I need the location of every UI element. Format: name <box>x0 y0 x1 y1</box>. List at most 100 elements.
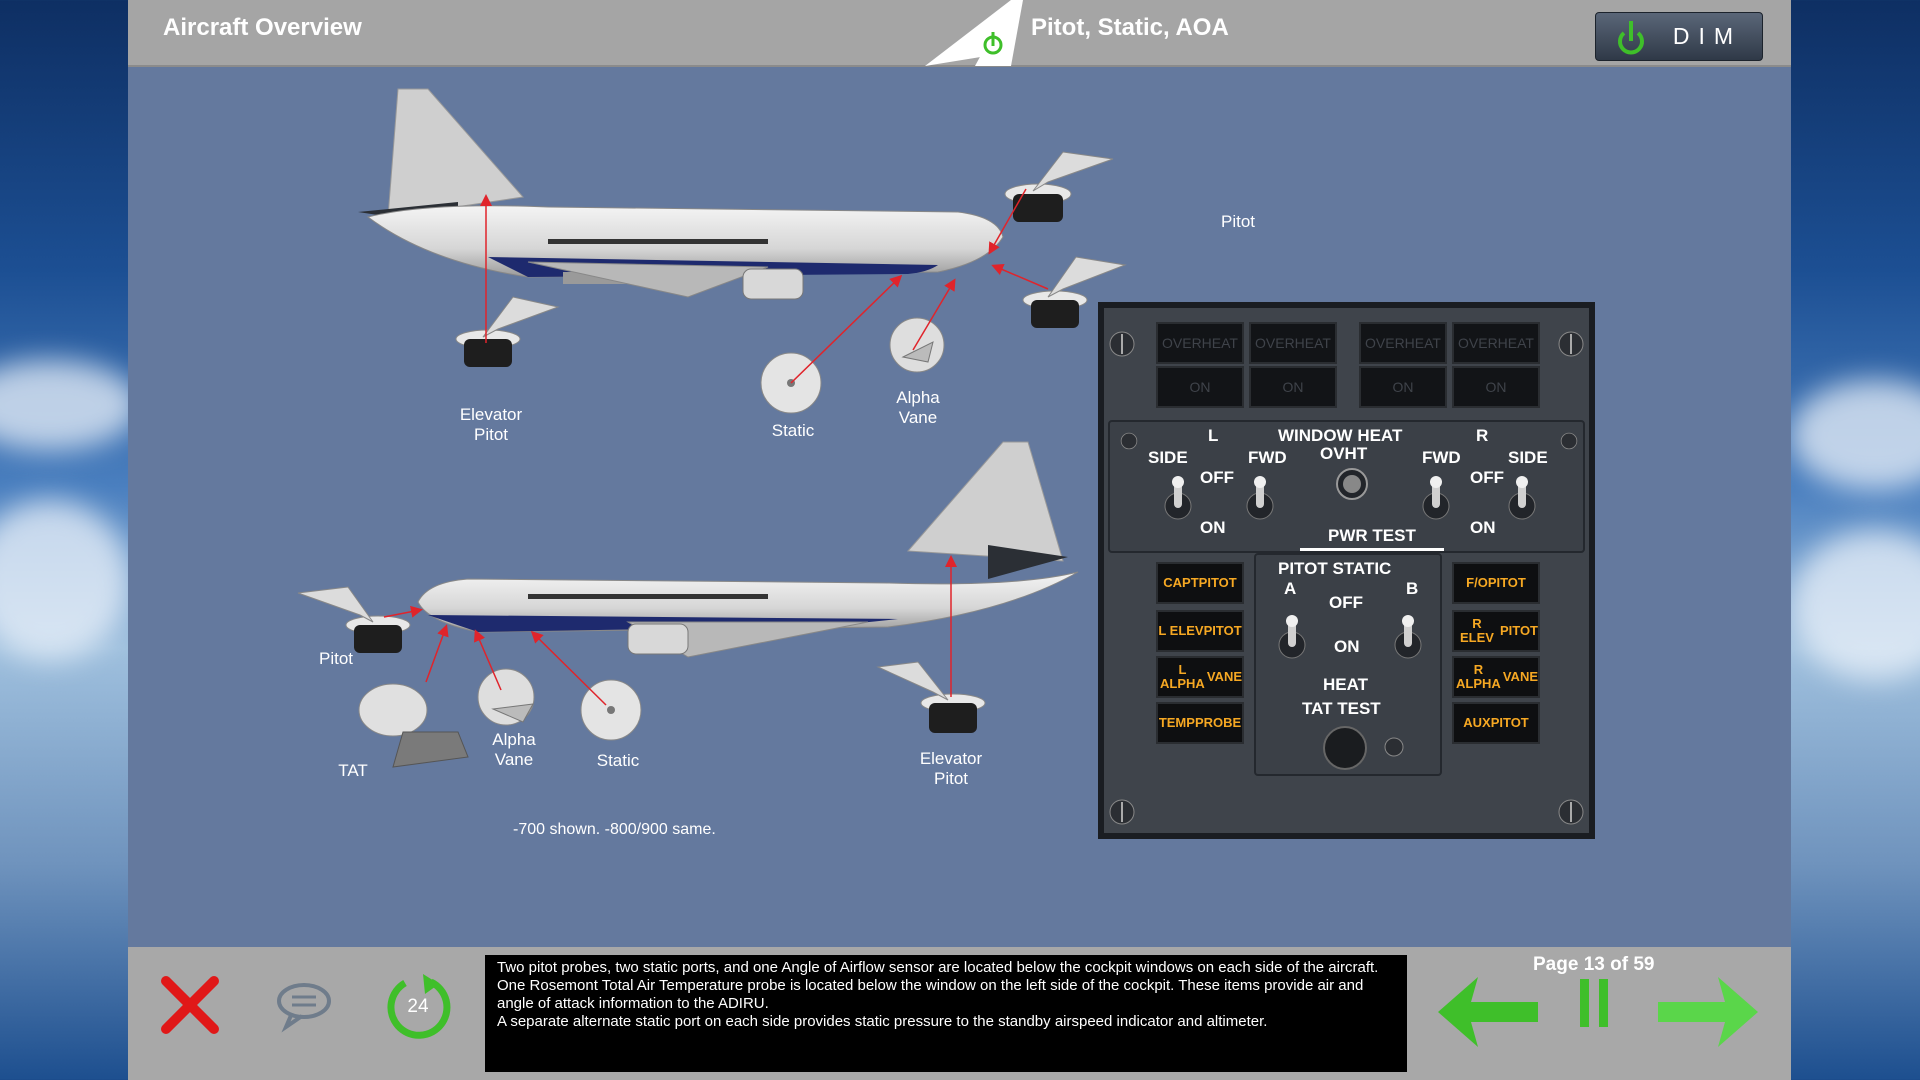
cloud <box>0 500 130 660</box>
toggle-switch-r-side[interactable] <box>1502 472 1542 522</box>
pitot-static-subpanel: PITOT STATIC A B OFF ON HEAT TAT TEST <box>1254 553 1442 776</box>
arrow <box>790 274 903 384</box>
screw-icon <box>1558 331 1584 357</box>
elevator-pitot-probe-bottom <box>876 661 986 733</box>
arrow <box>991 264 1049 290</box>
window-heat-subpanel: L WINDOW HEAT R SIDE FWD OVHT FWD SIDE O… <box>1108 420 1585 553</box>
narration-line: A separate alternate static port on each… <box>497 1013 1268 1030</box>
arrow <box>530 630 607 706</box>
label-side-r: SIDE <box>1508 448 1548 467</box>
tat-test-button[interactable] <box>1322 725 1368 771</box>
label-off-r: OFF <box>1470 468 1504 487</box>
label-fwd-r: FWD <box>1422 448 1461 467</box>
label-alpha-vane-top: Alpha Vane <box>896 388 940 427</box>
toggle-switch-l-side[interactable] <box>1158 472 1198 522</box>
airline-tail-logo <box>925 0 1023 66</box>
panel-face: OVERHEAT OVERHEAT OVERHEAT OVERHEAT ON O… <box>1104 308 1589 833</box>
toggle-switch-l-fwd[interactable] <box>1240 472 1280 522</box>
replay-icon <box>387 974 451 1039</box>
power-icon <box>1618 21 1644 55</box>
label-static-bottom: Static <box>596 751 640 770</box>
label-ps-on: ON <box>1334 637 1360 656</box>
window-pitot-heat-panel: OVERHEAT OVERHEAT OVERHEAT OVERHEAT ON O… <box>1098 302 1595 839</box>
arrow <box>988 188 1027 255</box>
toggle-switch-probe-heat-b[interactable] <box>1388 611 1428 661</box>
annunciator-on-l-side[interactable]: ON <box>1156 366 1244 408</box>
aircraft-bottom <box>417 441 1079 658</box>
pause-button[interactable] <box>1578 977 1610 1029</box>
aircraft-top <box>358 88 1004 300</box>
screw-icon <box>1109 331 1135 357</box>
annunciator-overheat-l-fwd[interactable]: OVERHEAT <box>1249 322 1337 364</box>
next-button[interactable] <box>1653 972 1763 1052</box>
alpha-vane-top <box>889 317 945 373</box>
page-title: Pitot, Static, AOA <box>1031 14 1229 41</box>
page-counter: Page 13 of 59 <box>1533 954 1655 975</box>
close-button[interactable] <box>160 975 220 1035</box>
toggle-switch-probe-heat-a[interactable] <box>1272 611 1312 661</box>
label-r: R <box>1476 426 1489 445</box>
label-pitot-static: PITOT STATIC <box>1278 559 1392 578</box>
comment-button[interactable] <box>276 979 332 1033</box>
cloud <box>0 360 140 450</box>
annunciator-overheat-l-side[interactable]: OVERHEAT <box>1156 322 1244 364</box>
elevator-pitot-probe-top <box>455 296 560 367</box>
label-elevator-pitot-bottom: Elevator Pitot <box>919 749 983 788</box>
label-ovht: OVHT <box>1320 444 1368 463</box>
narration-text: Two pitot probes, two static ports, and … <box>485 955 1407 1072</box>
aircraft-diagram <box>297 88 1127 768</box>
content-stage: Pitot Elevator Pitot Static Alpha Vane P… <box>128 67 1791 947</box>
label-heat: HEAT <box>1323 675 1369 694</box>
section-title: Aircraft Overview <box>163 14 362 41</box>
pitot-probe-top-1 <box>1004 151 1114 222</box>
annunciator-on-r-fwd[interactable]: ON <box>1359 366 1447 408</box>
cloud <box>1790 530 1920 680</box>
dim-button[interactable]: DIM <box>1595 12 1763 61</box>
pitot-probe-bottom <box>297 586 411 653</box>
narration-line: One Rosemont Total Air Temperature probe… <box>497 977 1364 1012</box>
header-bar: Aircraft Overview Pitot, Static, AOA DIM <box>128 0 1791 67</box>
screw-icon <box>1560 432 1578 450</box>
annunciator-on-r-side[interactable]: ON <box>1452 366 1540 408</box>
timer-value: 24 <box>407 996 429 1017</box>
label-l: L <box>1208 426 1219 445</box>
narration-line: Two pitot probes, two static ports, and … <box>497 959 1379 976</box>
annunciator-on-l-fwd[interactable]: ON <box>1249 366 1337 408</box>
label-tat-test: TAT TEST <box>1302 699 1381 718</box>
label-alpha-vane-bottom: Alpha Vane <box>492 730 536 769</box>
label-tat: TAT <box>338 761 368 780</box>
label-pitot-top: Pitot <box>1220 212 1256 231</box>
lesson-frame: Aircraft Overview Pitot, Static, AOA DIM <box>128 0 1791 1080</box>
alpha-vane-bottom <box>477 668 535 726</box>
screw-icon <box>1558 799 1584 825</box>
pitot-probe-top-2 <box>1022 256 1127 328</box>
toggle-switch-r-fwd[interactable] <box>1416 472 1456 522</box>
label-side-l: SIDE <box>1148 448 1188 467</box>
tat-probe <box>358 683 469 768</box>
ovht-test-knob[interactable] <box>1332 462 1372 512</box>
annunciator-overheat-r-fwd[interactable]: OVERHEAT <box>1359 322 1447 364</box>
replay-button[interactable]: 24 <box>383 972 453 1042</box>
label-on-l: ON <box>1200 518 1226 537</box>
label-static-top: Static <box>771 421 815 440</box>
label-window-heat: WINDOW HEAT <box>1278 426 1403 445</box>
label-off-l: OFF <box>1200 468 1234 487</box>
label-on-r: ON <box>1470 518 1496 537</box>
previous-button[interactable] <box>1433 972 1543 1052</box>
label-pitot-bottom: Pitot <box>318 649 354 668</box>
label-fwd-l: FWD <box>1248 448 1287 467</box>
label-a: A <box>1284 579 1297 598</box>
annunciator-overheat-r-side[interactable]: OVERHEAT <box>1452 322 1540 364</box>
label-elevator-pitot-top: Elevator Pitot <box>459 405 523 444</box>
arrow <box>383 605 423 618</box>
screw-icon <box>1120 432 1138 450</box>
arrow <box>425 624 449 683</box>
